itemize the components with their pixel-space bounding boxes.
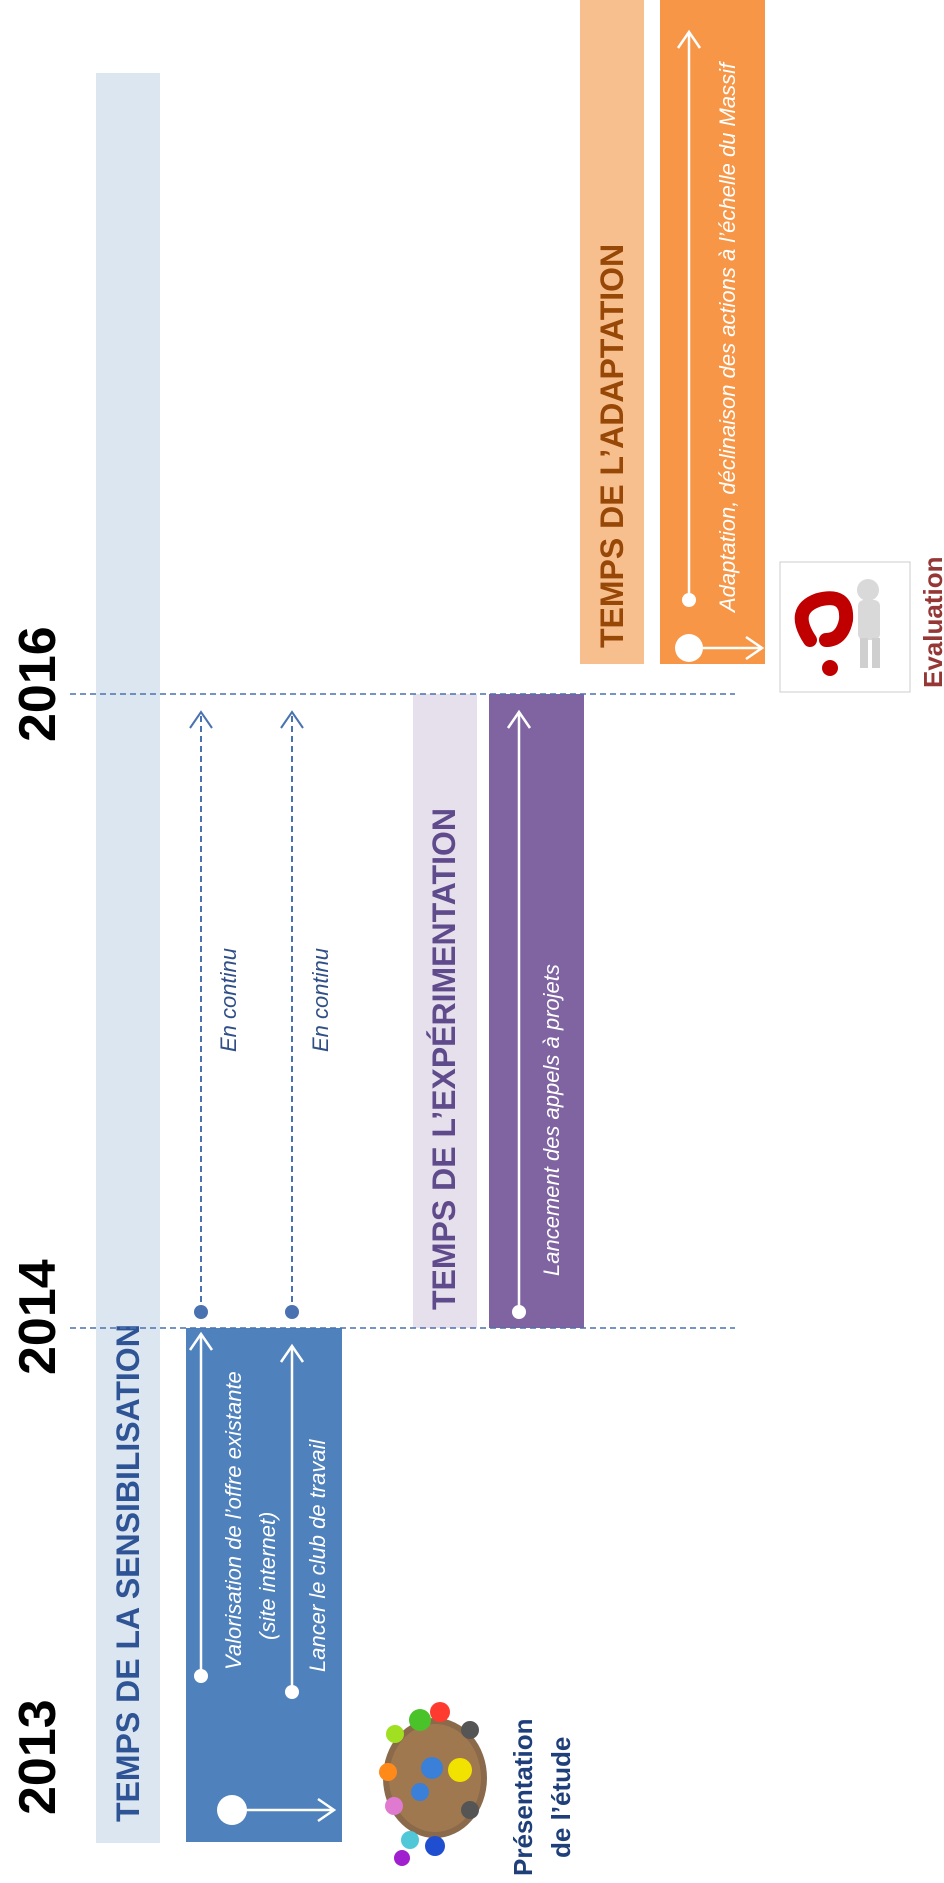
sensibilisation-actions-block xyxy=(186,1328,342,1842)
adaptation-action-block xyxy=(660,0,765,664)
sensibilisation-band xyxy=(96,73,160,1843)
experimentation-band xyxy=(413,694,477,1328)
adaptation-dot xyxy=(682,593,696,607)
continuation-arrow-1 xyxy=(189,710,213,1312)
milestone-dot-start xyxy=(217,1795,247,1825)
experimentation-action-block xyxy=(489,694,584,1328)
action-arrow-club xyxy=(279,1343,305,1692)
action-dot-club xyxy=(285,1685,299,1699)
experimentation-arrow xyxy=(506,709,532,1312)
continuation-arrow-2 xyxy=(280,710,304,1312)
experimentation-dot xyxy=(512,1305,526,1319)
milestone-dot-evaluation xyxy=(675,634,703,662)
adaptation-arrow xyxy=(676,29,702,600)
adaptation-band xyxy=(580,0,644,664)
continuation-dot-1 xyxy=(194,1305,208,1319)
milestone-arrow-start xyxy=(232,1797,337,1823)
meeting-table-icon xyxy=(379,1702,487,1866)
action-arrow-valorisation xyxy=(188,1331,214,1676)
question-mark-figure-icon xyxy=(779,561,911,693)
continuation-dot-2 xyxy=(285,1305,299,1319)
action-dot-valorisation xyxy=(194,1669,208,1683)
